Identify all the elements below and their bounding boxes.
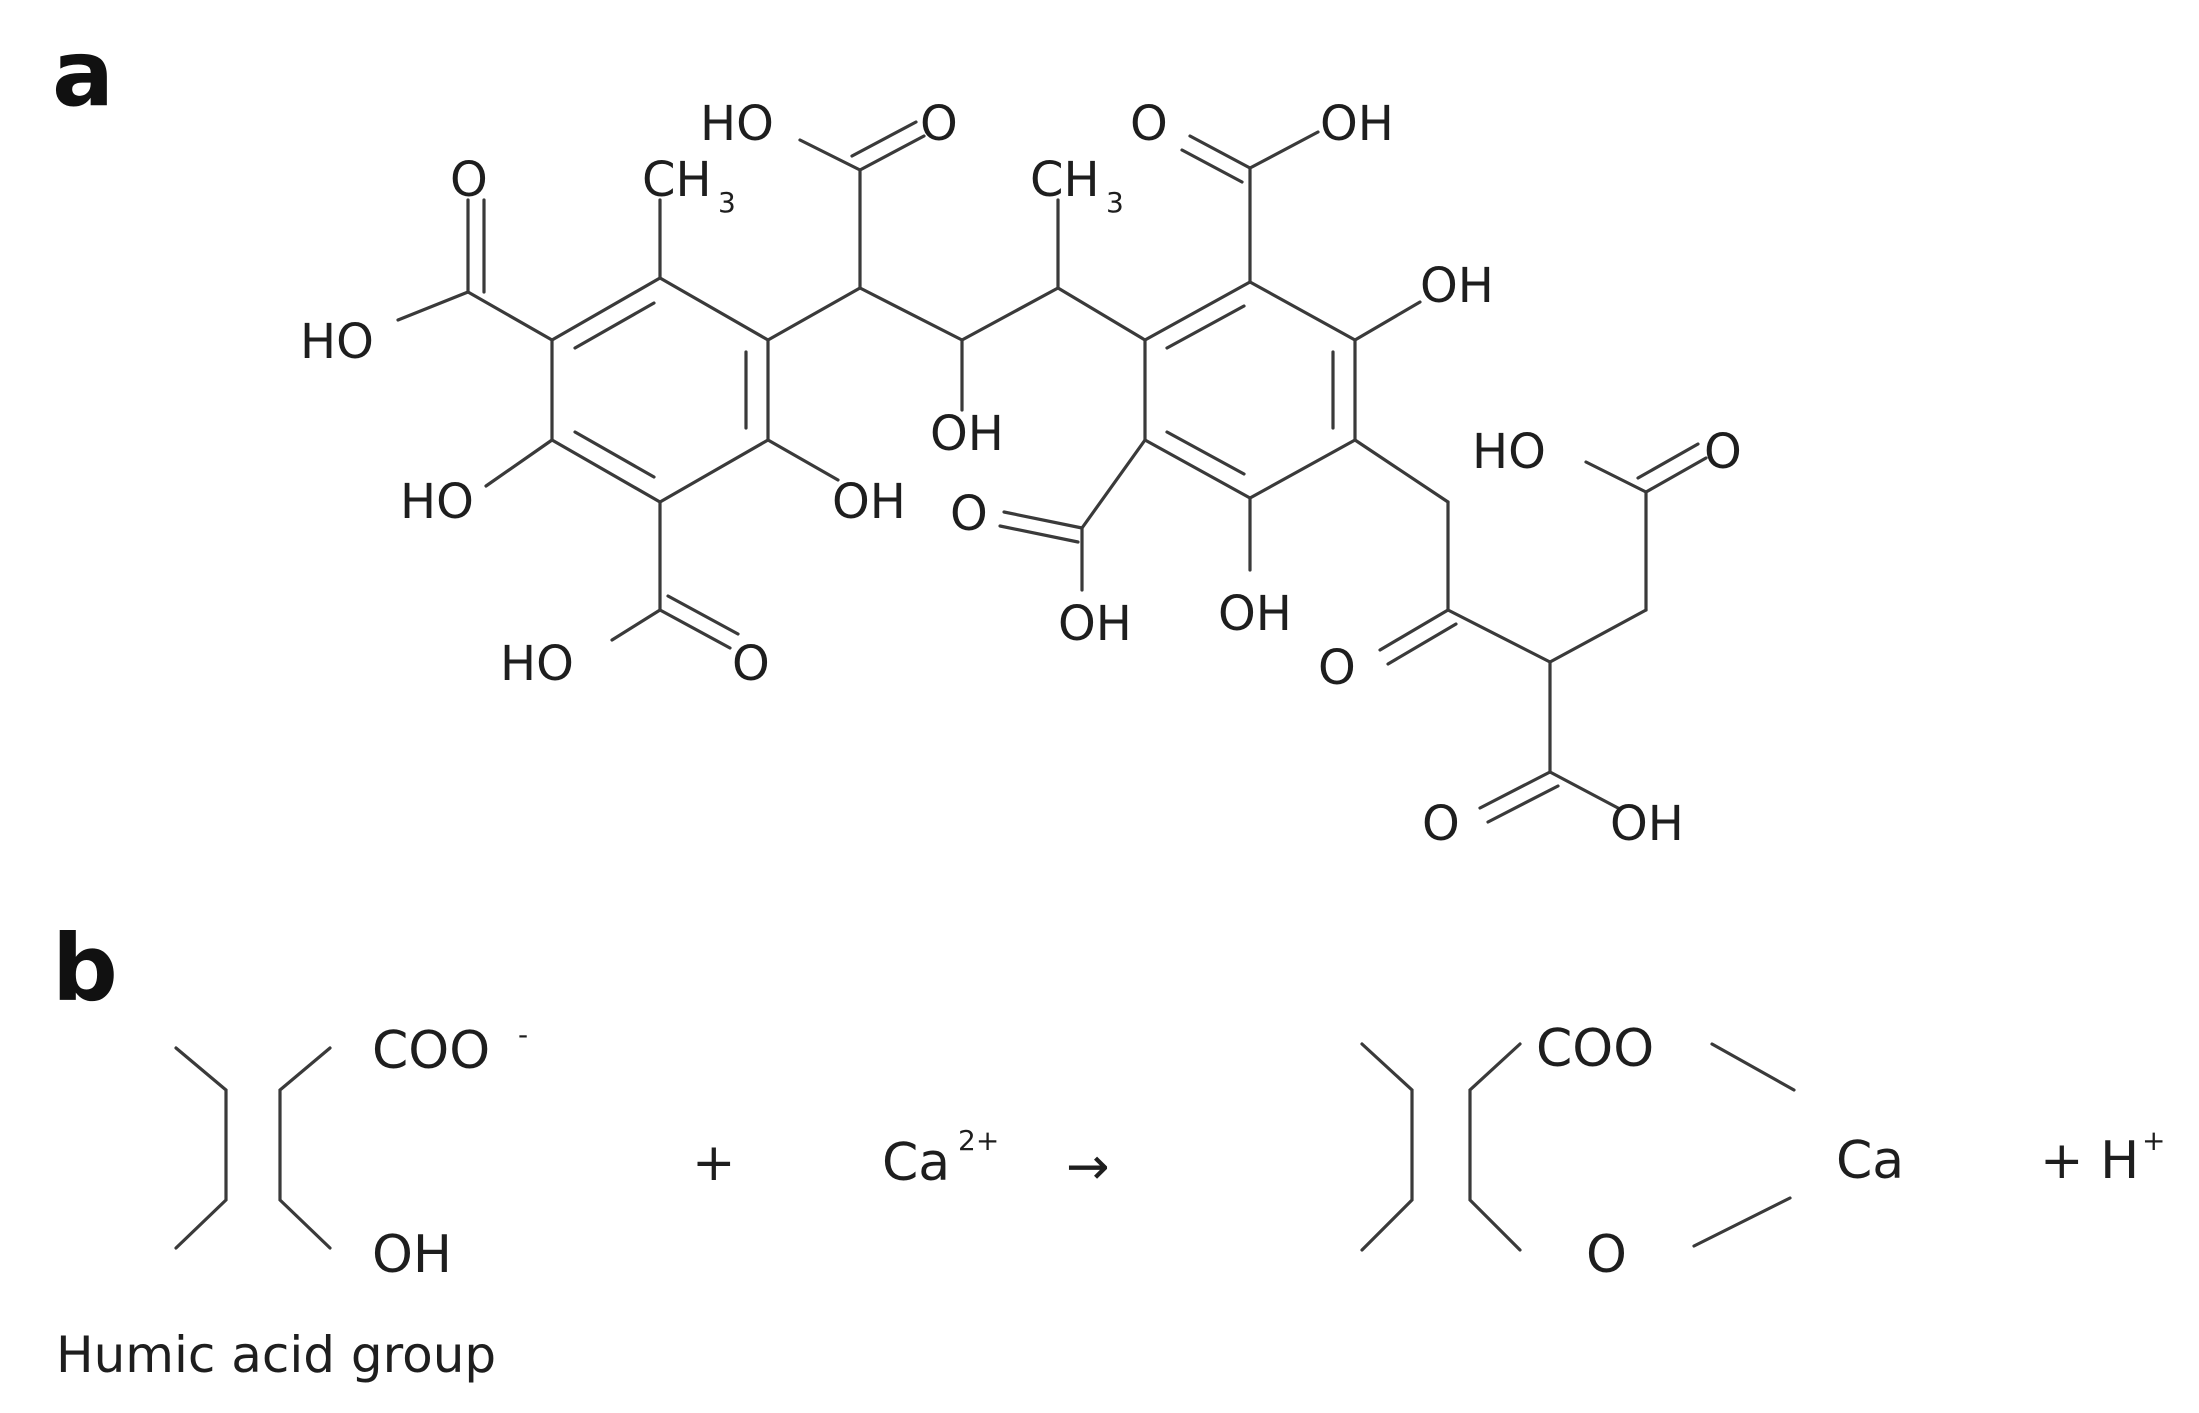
structure-a-labels: O CH 3 HO O CH 3 O OH HO OH OH HO OH O H… [300,96,1742,852]
reactant-coo-charge: - [518,1018,528,1051]
atom-o-cooh-top: O [920,96,958,152]
atom-ho-ring1-lower: HO [400,474,474,530]
structure-a-bonds [396,120,1708,824]
reactant-coo: COO [372,1021,490,1081]
atom-o-ketone: O [1318,640,1356,696]
plus-sign: + [692,1133,736,1193]
atom-ho-cooh-bottom-left: HO [500,636,574,692]
proton-product: + H [2040,1131,2139,1191]
atom-o-cooh-top-right: O [1130,96,1168,152]
caption-humic-acid-group: Humic acid group [56,1326,496,1384]
atom-ch3-left-sub: 3 [718,186,736,219]
calcium-ion: Ca [882,1133,950,1193]
panel-label-b: b [52,915,118,1022]
atom-ch3-left: CH [642,152,712,208]
reaction-arrow: → [1066,1137,1110,1197]
reactant-oh: OH [372,1225,452,1285]
atom-ho-chain-right: HO [1472,424,1546,480]
atom-o-cooh-mid: O [950,486,988,542]
atom-oh-cooh-bottom-right: OH [1610,796,1684,852]
calcium-charge: 2+ [958,1124,999,1157]
atom-oh-cooh-mid: OH [1058,596,1132,652]
product-coo: COO [1536,1019,1654,1079]
proton-charge: + [2142,1124,2165,1157]
atom-oh-ring2: OH [1420,258,1494,314]
product-ca: Ca [1836,1131,1904,1191]
atom-o-cooh-bottom-right: O [1422,796,1460,852]
atom-oh-chain: OH [930,406,1004,462]
atom-ch3-right-sub: 3 [1106,186,1124,219]
atom-ho-left: HO [300,314,374,370]
atom-ho-cooh-top: HO [700,96,774,152]
atom-oh-ring1-lower: OH [832,474,906,530]
atom-o-chain-right: O [1704,424,1742,480]
reaction-b: COO - OH + Ca 2+ → COO O Ca + H + Humic … [56,1018,2165,1384]
atom-o-cooh-bottom-left: O [732,636,770,692]
atom-o-top-left: O [450,152,488,208]
atom-ch3-right: CH [1030,152,1100,208]
reactant-humic-fragment [174,1046,332,1250]
product-o: O [1586,1225,1627,1285]
panel-label-a: a [52,20,114,127]
product-humic-fragment [1360,1042,1796,1252]
atom-oh-ring2-bottom: OH [1218,586,1292,642]
atom-oh-cooh-top-right: OH [1320,96,1394,152]
